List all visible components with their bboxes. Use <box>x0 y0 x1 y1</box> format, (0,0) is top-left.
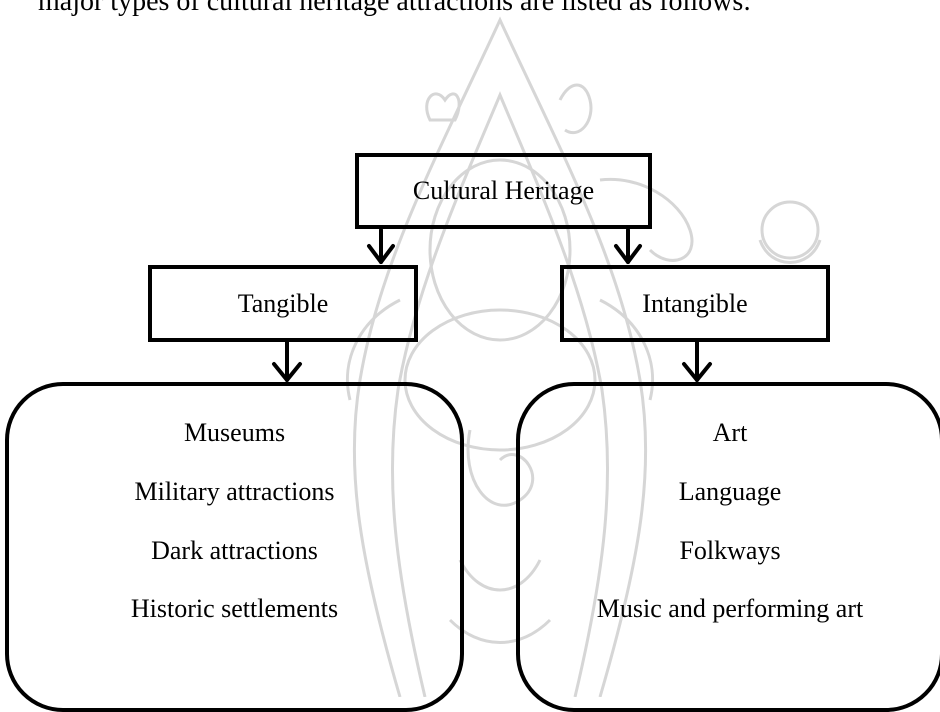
intangible-examples-box: Art Language Folkways Music and performi… <box>516 382 940 712</box>
intangible-item: Folkways <box>679 536 781 565</box>
tangible-item: Dark attractions <box>151 536 318 565</box>
node-intangible-label: Intangible <box>642 288 748 318</box>
arrow-tangible-to-list <box>272 338 302 382</box>
arrow-root-to-tangible <box>367 228 395 264</box>
root-node-label: Cultural Heritage <box>412 176 595 205</box>
arrow-intangible-to-list <box>682 338 712 382</box>
tangible-item: Museums <box>183 418 286 447</box>
node-intangible: Intangible <box>560 265 830 342</box>
tangible-item: Military attractions <box>134 477 335 506</box>
diagram-arrows <box>272 228 712 382</box>
arrow-root-to-intangible <box>614 228 642 264</box>
tangible-item: Historic settlements <box>130 594 339 623</box>
tangible-examples-box: Museums Military attractions Dark attrac… <box>5 382 464 712</box>
intangible-item: Language <box>678 477 782 506</box>
root-node-cultural-heritage: Cultural Heritage <box>355 153 652 229</box>
node-tangible: Tangible <box>148 265 418 342</box>
intangible-item: Music and performing art <box>596 594 864 623</box>
intangible-item: Art <box>712 418 748 447</box>
node-tangible-label: Tangible <box>237 288 329 318</box>
intro-text: major types of cultural heritage attract… <box>38 0 751 17</box>
